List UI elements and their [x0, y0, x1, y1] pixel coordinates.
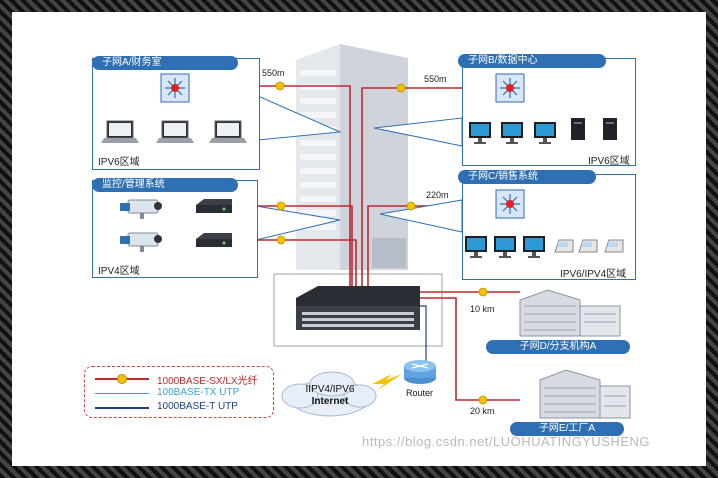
image-border — [0, 0, 718, 478]
network-diagram: 子网A/财务室 IPV6区域 子网B/数据中心 IPV6区域 监控/管理系统 I… — [0, 0, 718, 478]
